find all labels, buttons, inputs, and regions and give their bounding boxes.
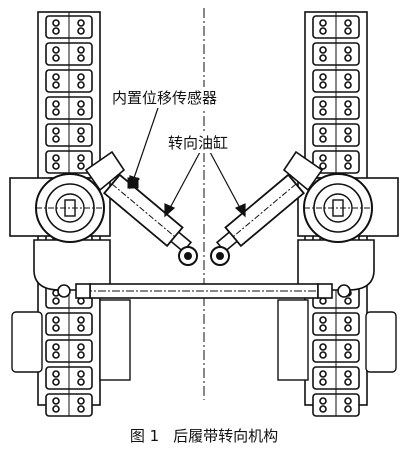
track-link [45,42,93,66]
cylinder-label: 转向油缸 [166,132,231,153]
track-link [312,393,360,417]
leader-arrows [129,107,246,218]
track-link [45,339,93,363]
track-link [45,312,93,336]
left-lower-housing [99,299,131,381]
track-link [312,42,360,66]
track-link [312,123,360,147]
right-lower-housing [277,299,309,381]
track-link [312,96,360,120]
track-link [45,69,93,93]
right-steering-arm [282,150,324,192]
figure-caption: 图 1 后履带转向机构 [0,425,408,446]
track-link [312,69,360,93]
sensor-label: 内置位移传感器 [110,87,220,108]
track-link [45,366,93,390]
tie-rod [57,283,351,299]
left-lower-bracket [11,311,43,373]
right-lower-bracket [365,311,397,373]
track-link [45,15,93,39]
left-steering-arm [84,150,126,192]
left-hub-assembly [9,173,111,291]
track-link [312,15,360,39]
track-link [312,312,360,336]
right-steering-cylinder [215,173,305,253]
track-link [45,96,93,120]
caption-number: 图 1 [129,427,160,445]
right-hub-assembly [297,173,399,291]
track-link [312,366,360,390]
track-link [312,339,360,363]
track-link [45,393,93,417]
track-link [45,123,93,147]
caption-title: 后履带转向机构 [173,427,279,445]
left-steering-cylinder [103,173,193,253]
